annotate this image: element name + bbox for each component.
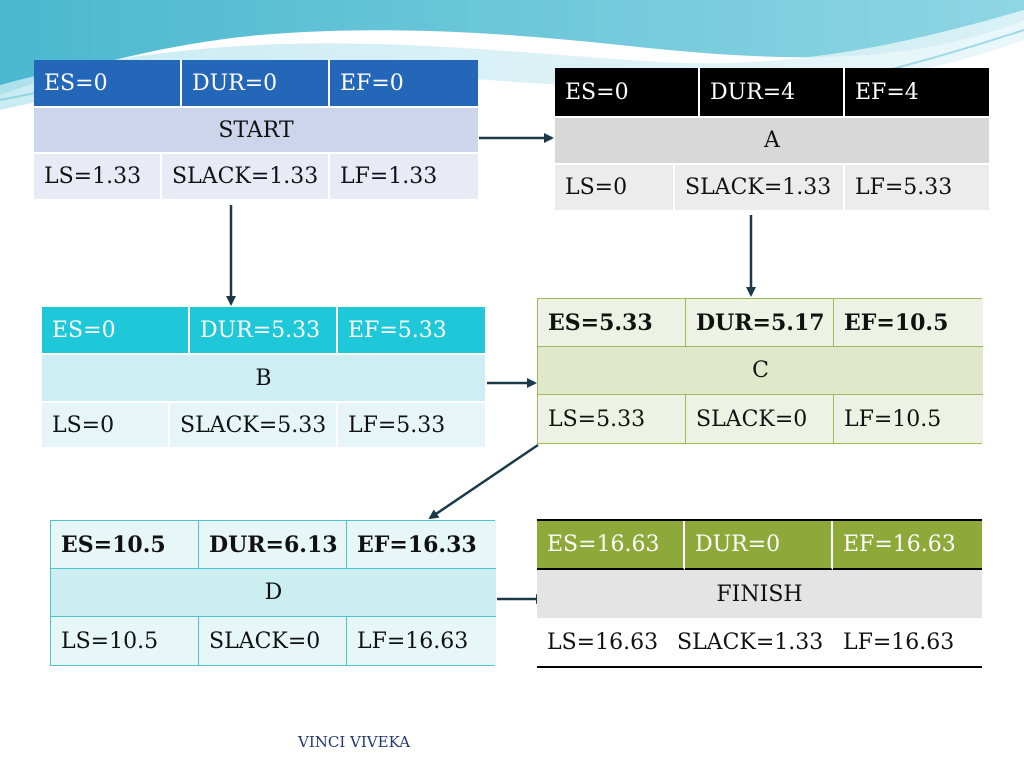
footer-author: VINCI VIVEKA	[298, 733, 411, 751]
d-es: ES=10.5	[51, 521, 199, 569]
node-a: ES=0 DUR=4 EF=4 A LS=0 SLACK=1.33 LF=5.3…	[555, 68, 989, 210]
b-ls: LS=0	[42, 401, 170, 447]
c-lf: LF=10.5	[834, 395, 983, 443]
node-c: ES=5.33 DUR=5.17 EF=10.5 C LS=5.33 SLACK…	[537, 298, 983, 444]
d-ls: LS=10.5	[51, 617, 199, 665]
a-ef: EF=4	[845, 68, 989, 116]
start-lf: LF=1.33	[330, 152, 478, 199]
finish-slack: SLACK=1.33	[667, 618, 833, 666]
start-es: ES=0	[34, 60, 182, 106]
c-name: C	[538, 347, 983, 395]
c-ef: EF=10.5	[834, 299, 983, 347]
c-slack: SLACK=0	[686, 395, 834, 443]
finish-ls: LS=16.63	[537, 618, 667, 666]
start-dur: DUR=0	[182, 60, 330, 106]
start-ef: EF=0	[330, 60, 478, 106]
finish-lf: LF=16.63	[833, 618, 982, 666]
b-slack: SLACK=5.33	[170, 401, 338, 447]
b-lf: LF=5.33	[338, 401, 485, 447]
c-ls: LS=5.33	[538, 395, 686, 443]
start-slack: SLACK=1.33	[162, 152, 330, 199]
c-dur: DUR=5.17	[686, 299, 834, 347]
a-es: ES=0	[555, 68, 700, 116]
d-slack: SLACK=0	[199, 617, 347, 665]
finish-ef: EF=16.63	[833, 521, 982, 570]
node-finish: ES=16.63 DUR=0 EF=16.63 FINISH LS=16.63 …	[537, 519, 982, 668]
b-name: B	[42, 353, 485, 401]
finish-es: ES=16.63	[537, 521, 685, 570]
start-name: START	[34, 106, 478, 152]
arrow-c-to-d	[428, 443, 539, 520]
finish-dur: DUR=0	[685, 521, 833, 570]
d-name: D	[51, 569, 496, 617]
b-ef: EF=5.33	[338, 307, 485, 353]
b-es: ES=0	[42, 307, 190, 353]
a-lf: LF=5.33	[845, 163, 989, 210]
node-b: ES=0 DUR=5.33 EF=5.33 B LS=0 SLACK=5.33 …	[42, 307, 485, 447]
d-dur: DUR=6.13	[199, 521, 347, 569]
d-ef: EF=16.33	[347, 521, 496, 569]
a-dur: DUR=4	[700, 68, 845, 116]
a-slack: SLACK=1.33	[675, 163, 845, 210]
c-es: ES=5.33	[538, 299, 686, 347]
d-lf: LF=16.63	[347, 617, 496, 665]
a-ls: LS=0	[555, 163, 675, 210]
node-start: ES=0 DUR=0 EF=0 START LS=1.33 SLACK=1.33…	[34, 60, 478, 199]
start-ls: LS=1.33	[34, 152, 162, 199]
b-dur: DUR=5.33	[190, 307, 338, 353]
a-name: A	[555, 116, 989, 163]
node-d: ES=10.5 DUR=6.13 EF=16.33 D LS=10.5 SLAC…	[50, 520, 496, 666]
finish-name: FINISH	[537, 570, 982, 618]
